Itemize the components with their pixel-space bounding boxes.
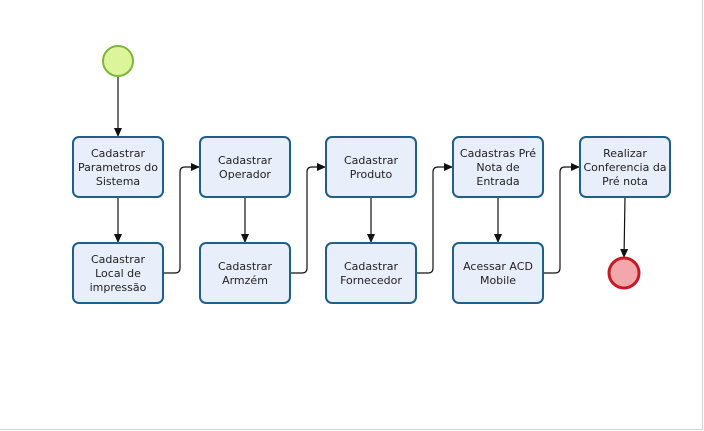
flow-t2-to-t3 bbox=[163, 163, 200, 274]
task-box bbox=[325, 242, 417, 304]
task-label-line: Produto bbox=[350, 168, 393, 181]
end-event bbox=[607, 256, 641, 290]
task-box bbox=[325, 136, 417, 198]
task-box bbox=[72, 242, 164, 304]
sequence-flows bbox=[114, 76, 629, 274]
task-label-line: Cadastrar bbox=[344, 154, 398, 167]
task-box bbox=[452, 242, 544, 304]
task-label-line: Acessar ACD bbox=[463, 260, 533, 273]
task-label-line: Sistema bbox=[96, 175, 140, 188]
task-label-line: Cadastras Pré bbox=[460, 147, 536, 160]
task-label-line: Nota de bbox=[476, 161, 519, 174]
task-label-line: Realizar bbox=[603, 147, 647, 160]
task-box bbox=[579, 136, 671, 198]
task-label-line: Cadastrar bbox=[344, 260, 398, 273]
task-label-line: Entrada bbox=[476, 175, 519, 188]
task-label-line: Cadastrar bbox=[218, 154, 272, 167]
task-box bbox=[72, 136, 164, 198]
task-box bbox=[199, 136, 291, 198]
task-box bbox=[452, 136, 544, 198]
task-label-line: impressão bbox=[90, 281, 147, 294]
flow-t4-to-t5 bbox=[290, 163, 326, 274]
task-box bbox=[199, 242, 291, 304]
task-label-line: Armzém bbox=[222, 274, 268, 287]
task-label-line: Local de bbox=[95, 267, 141, 280]
task-label-line: Fornecedor bbox=[340, 274, 402, 287]
start-event bbox=[102, 45, 134, 77]
task-label-line: Mobile bbox=[480, 274, 516, 287]
task-label-line: Operador bbox=[219, 168, 271, 181]
task-label-line: Cadastrar bbox=[91, 147, 145, 160]
flow-t9-to-end bbox=[620, 196, 629, 259]
task-label-line: Pré nota bbox=[602, 175, 648, 188]
flow-t6-to-t7 bbox=[416, 163, 453, 274]
flow-t8-to-t9 bbox=[543, 163, 580, 274]
task-label-line: Cadastrar bbox=[218, 260, 272, 273]
task-label-line: Cadastrar bbox=[91, 253, 145, 266]
task-label-line: Conferencia da bbox=[583, 161, 666, 174]
task-label-line: Parametros do bbox=[78, 161, 158, 174]
